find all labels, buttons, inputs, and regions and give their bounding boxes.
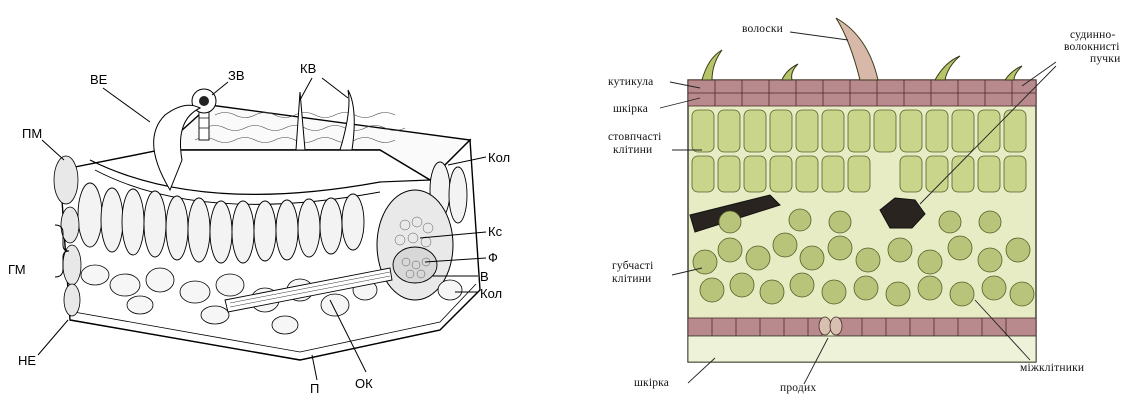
label-ok: ОК [355, 376, 373, 391]
label-shkirka-top: шкірка [613, 103, 648, 115]
label-ks: Кс [488, 224, 503, 239]
label-gubchasti-1: губчасті [612, 260, 654, 272]
label-zv: ЗВ [228, 68, 245, 83]
label-sudinno-1: судинно- [1070, 29, 1115, 41]
label-ne: НЕ [18, 353, 36, 368]
label-kv: КВ [300, 61, 316, 76]
lower-epidermis-cells [688, 318, 1036, 336]
label-kol-top: Кол [488, 150, 510, 165]
label-kol-bottom: Кол [480, 286, 502, 301]
label-sudinno-2: волокнисті [1064, 41, 1120, 53]
left-section-cells [54, 156, 81, 316]
label-gm: ГМ [8, 262, 26, 277]
label-stovpchasti-1: стовпчасті [608, 131, 662, 143]
label-ve: ВЕ [90, 72, 108, 87]
right-leaf-cross-section: волоски судинно- волокнисті пучки кутику… [608, 18, 1120, 394]
label-f: Ф [488, 250, 498, 265]
label-mizhklitnyky: міжклітники [1020, 362, 1084, 374]
label-sudinno-3: пучки [1090, 53, 1120, 65]
label-gubchasti-2: клітини [612, 273, 651, 285]
label-prodykh: продих [780, 382, 816, 394]
left-leaf-block-diagram: ВЕ ЗВ КВ ПМ Кол Кс Ф В Кол ГМ НЕ П ОК [8, 61, 510, 396]
label-kutykula: кутикула [608, 76, 653, 88]
label-stovpchasti-2: клітини [613, 144, 652, 156]
label-v: В [480, 269, 489, 284]
upper-epidermis-cells [688, 80, 1036, 106]
label-voloski: волоски [742, 23, 783, 35]
label-pm: ПМ [22, 126, 42, 141]
label-p: П [310, 381, 319, 396]
label-shkirka-bottom: шкірка [634, 377, 669, 389]
